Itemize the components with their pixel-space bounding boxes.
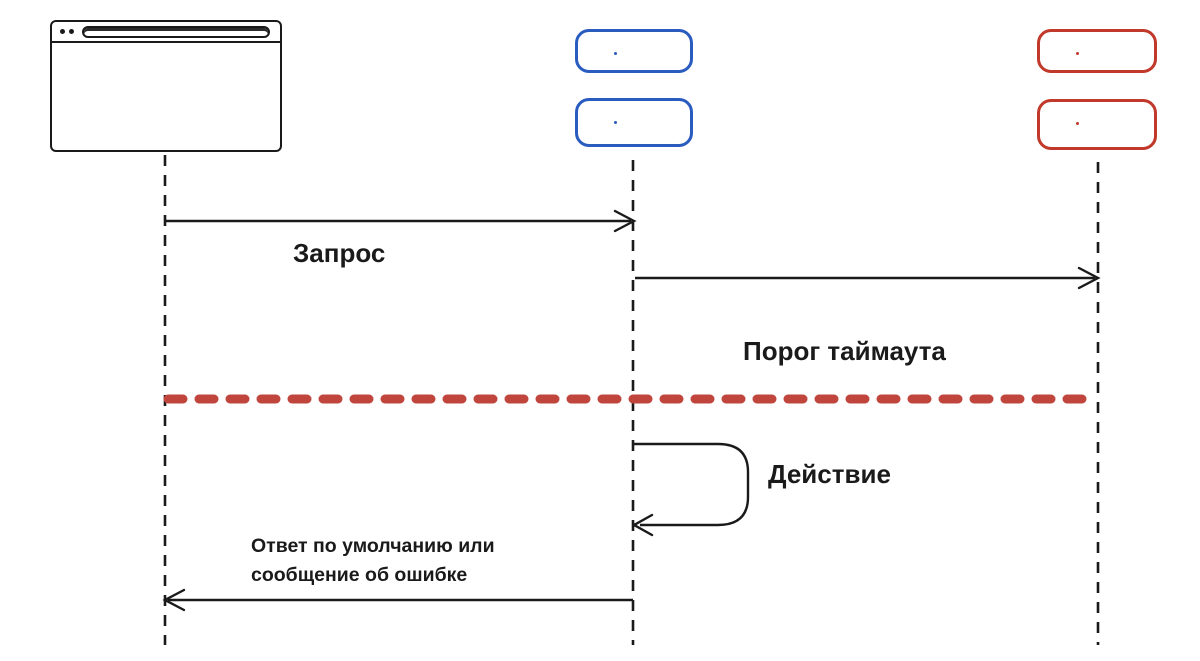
actor-service-node-2 [575, 98, 693, 147]
message-label-request: Запрос [293, 238, 386, 268]
actor-external-node-2 [1037, 99, 1157, 150]
arrow-request-head-icon [613, 209, 637, 233]
arrow-response-head-icon [162, 588, 186, 612]
self-loop-action-line [633, 442, 750, 527]
pen-dot-icon [614, 52, 617, 55]
actor-client-browser-window-icon [50, 20, 282, 152]
actor-external-node-1 [1037, 29, 1157, 73]
browser-topbar [52, 22, 280, 43]
message-label-action: Действие [768, 459, 891, 489]
browser-button-dot-icon [69, 29, 74, 34]
pen-dot-icon [1076, 122, 1079, 125]
pen-dot-icon [614, 121, 617, 124]
actor-service-node-1 [575, 29, 693, 73]
browser-address-bar-icon [82, 25, 270, 38]
browser-button-dot-icon [60, 29, 65, 34]
message-label-timeout-threshold: Порог таймаута [743, 336, 946, 366]
self-loop-action-head-icon [631, 513, 654, 537]
pen-dot-icon [1076, 52, 1079, 55]
message-label-response: Ответ по умолчанию или сообщение об ошиб… [251, 535, 495, 586]
arrow-forward-head-icon [1077, 266, 1101, 290]
